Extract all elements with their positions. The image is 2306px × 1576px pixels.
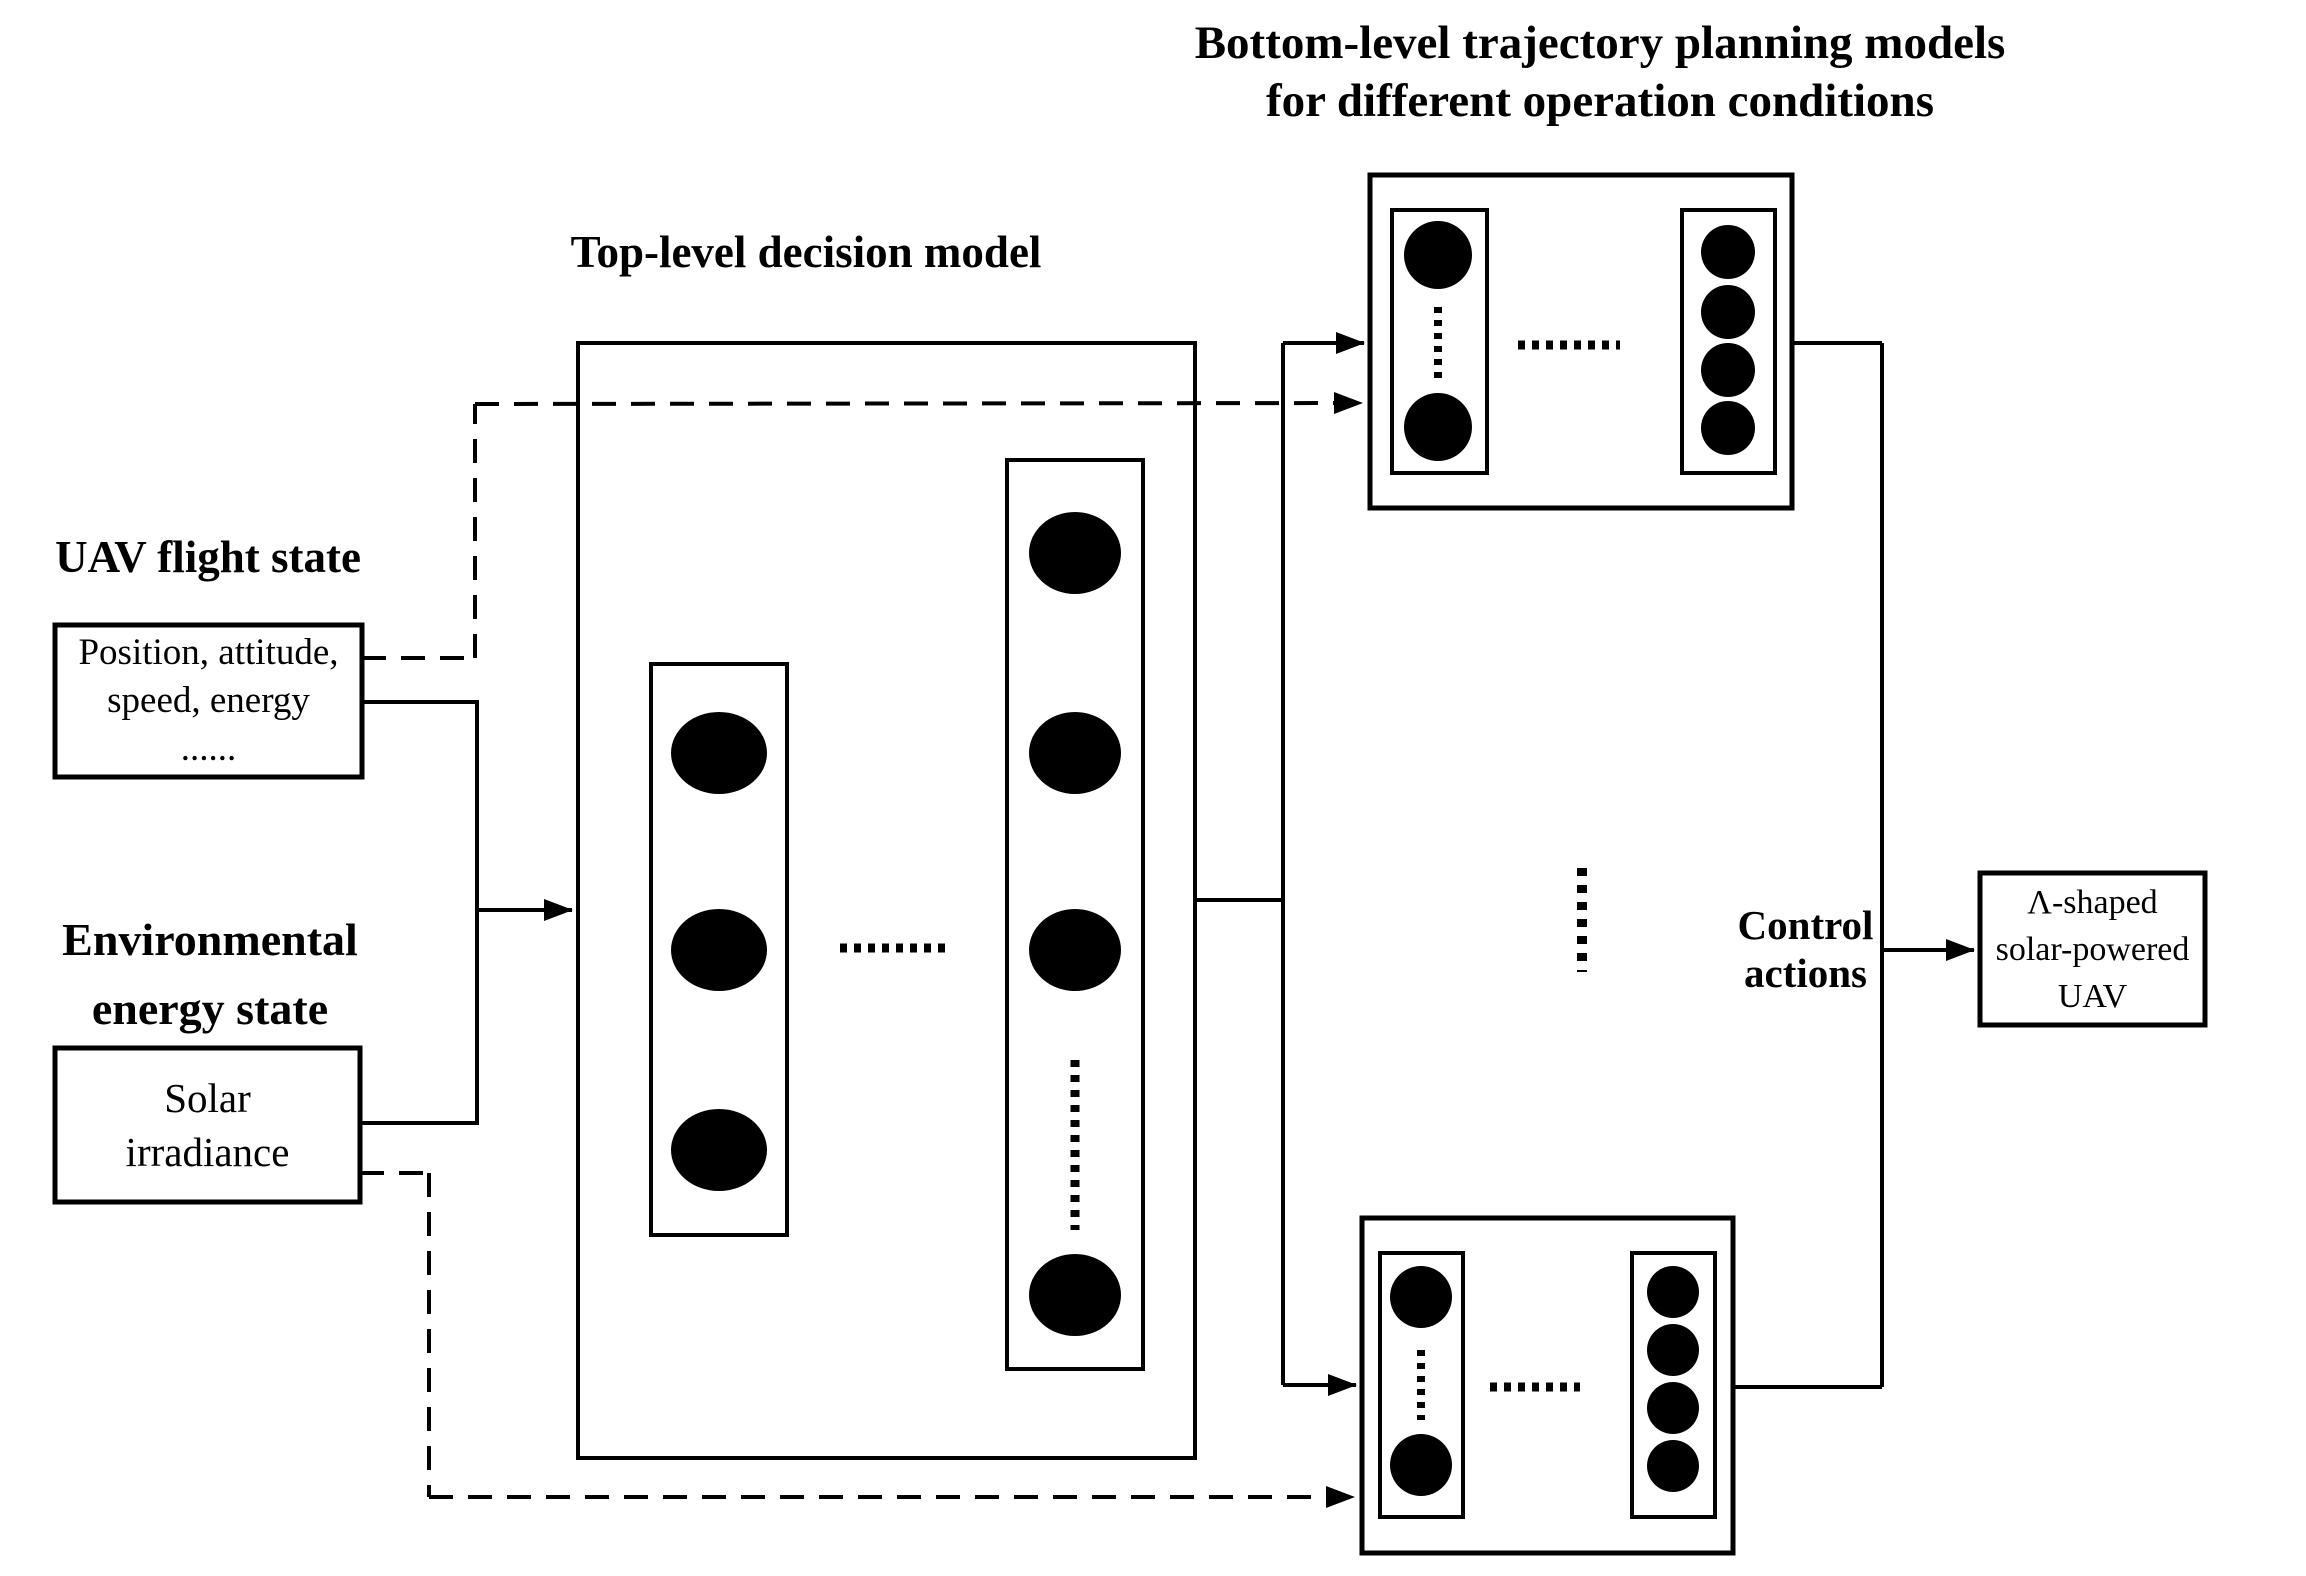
neuron bbox=[1390, 1266, 1452, 1328]
top-level-layer1-neurons bbox=[671, 712, 767, 1191]
uav-output-box-text: Λ-shaped solar-powered UAV bbox=[1995, 883, 2190, 1015]
neuron bbox=[1029, 1254, 1121, 1336]
uav-output-box bbox=[1977, 870, 2208, 1028]
neuron bbox=[1701, 225, 1755, 279]
neuron bbox=[1029, 512, 1121, 594]
neuron bbox=[1029, 712, 1121, 794]
bottom-model-top-output-layer-box bbox=[1680, 208, 1777, 475]
neuron bbox=[1390, 1434, 1452, 1496]
top-level-model-label: Top-level decision model bbox=[570, 227, 1042, 277]
bottom-model-top-input-layer-box bbox=[1390, 208, 1489, 475]
bottom-model-top-neurons bbox=[1404, 221, 1755, 461]
neuron bbox=[1404, 393, 1472, 461]
neuron bbox=[1701, 401, 1755, 455]
neuron bbox=[1647, 1266, 1699, 1318]
neuron bbox=[1404, 221, 1472, 289]
top-level-layer2-box bbox=[1005, 458, 1145, 1371]
figure-title: Bottom-level trajectory planning models … bbox=[1194, 17, 2006, 127]
dashed-arrow-into-top-bottom-model bbox=[474, 392, 1363, 415]
neuron bbox=[671, 1109, 767, 1191]
neuron bbox=[1701, 343, 1755, 397]
neuron bbox=[1647, 1324, 1699, 1376]
control-actions-label: Control actions bbox=[1737, 902, 1874, 996]
bottom-model-bottom-input-layer-box bbox=[1378, 1251, 1465, 1519]
neuron bbox=[671, 909, 767, 991]
bottom-model-bottom-neurons bbox=[1390, 1266, 1699, 1496]
neuron bbox=[671, 712, 767, 794]
neuron bbox=[1647, 1382, 1699, 1434]
top-level-layer1-box bbox=[649, 662, 789, 1237]
uav-flight-state-label: UAV flight state bbox=[55, 532, 361, 582]
neuron bbox=[1701, 285, 1755, 339]
solar-box-text: Solar irradiance bbox=[125, 1075, 290, 1175]
uav-state-box-text: Position, attitude, speed, energy ...... bbox=[78, 632, 339, 769]
neuron bbox=[1029, 909, 1121, 991]
dashed-connectors bbox=[360, 392, 1363, 1508]
solid-connectors bbox=[360, 332, 1975, 1396]
bottom-model-bottom-output-layer-box bbox=[1630, 1251, 1717, 1519]
neuron bbox=[1647, 1440, 1699, 1492]
environmental-state-label: Environmental energy state bbox=[62, 914, 358, 1034]
top-level-layer2-neurons bbox=[1029, 512, 1121, 1336]
